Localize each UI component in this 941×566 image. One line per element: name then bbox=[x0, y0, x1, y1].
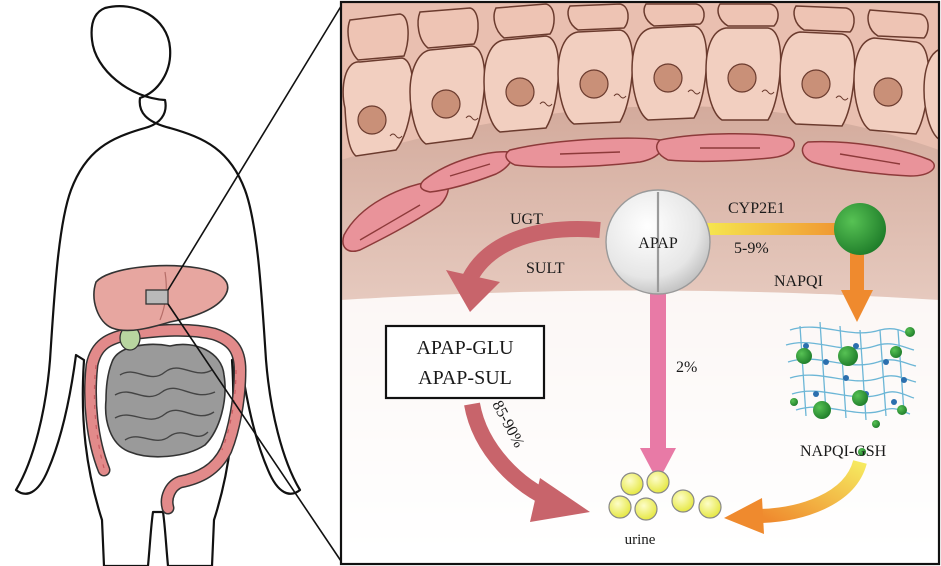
zoom-panel-border bbox=[339, 0, 941, 566]
apap-tablet-icon bbox=[605, 189, 711, 295]
napqi-label: NAPQI bbox=[774, 273, 823, 290]
zoom-line-top bbox=[167, 2, 344, 291]
napqi-molecule-icon bbox=[834, 203, 886, 255]
urine-label: urine bbox=[625, 532, 656, 548]
direct-excretion-arrow bbox=[640, 282, 676, 482]
cell-nuclei bbox=[357, 63, 903, 135]
cyp2e1-label: CYP2E1 bbox=[728, 200, 785, 217]
zoom-region-marker bbox=[145, 289, 169, 305]
bound-napqi-molecules bbox=[790, 327, 915, 456]
colon-icon bbox=[84, 323, 247, 515]
napqi-gsh-label: NAPQI-GSH bbox=[800, 443, 887, 460]
zoom-panel bbox=[341, 2, 939, 564]
apap-label: APAP bbox=[638, 235, 678, 252]
sult-label: SULT bbox=[526, 260, 565, 277]
apap-sul-label: APAP-SUL bbox=[418, 367, 512, 389]
conjugate-excretion-arrow bbox=[464, 402, 590, 522]
gsh-excretion-arrow bbox=[724, 459, 867, 534]
zoom-line-bottom bbox=[167, 303, 344, 565]
organelle-marks bbox=[389, 89, 849, 139]
small-intestine-icon bbox=[104, 343, 226, 458]
conjugate-metabolites-box bbox=[384, 324, 546, 400]
ugt-label: UGT bbox=[510, 211, 543, 228]
direct-percent-label: 2% bbox=[676, 359, 697, 376]
urine-droplets-icon bbox=[608, 470, 722, 521]
apap-glu-label: APAP-GLU bbox=[416, 337, 514, 359]
cyp2e1-percent-label: 5-9% bbox=[734, 240, 769, 257]
conjugation-arrow bbox=[446, 221, 601, 312]
